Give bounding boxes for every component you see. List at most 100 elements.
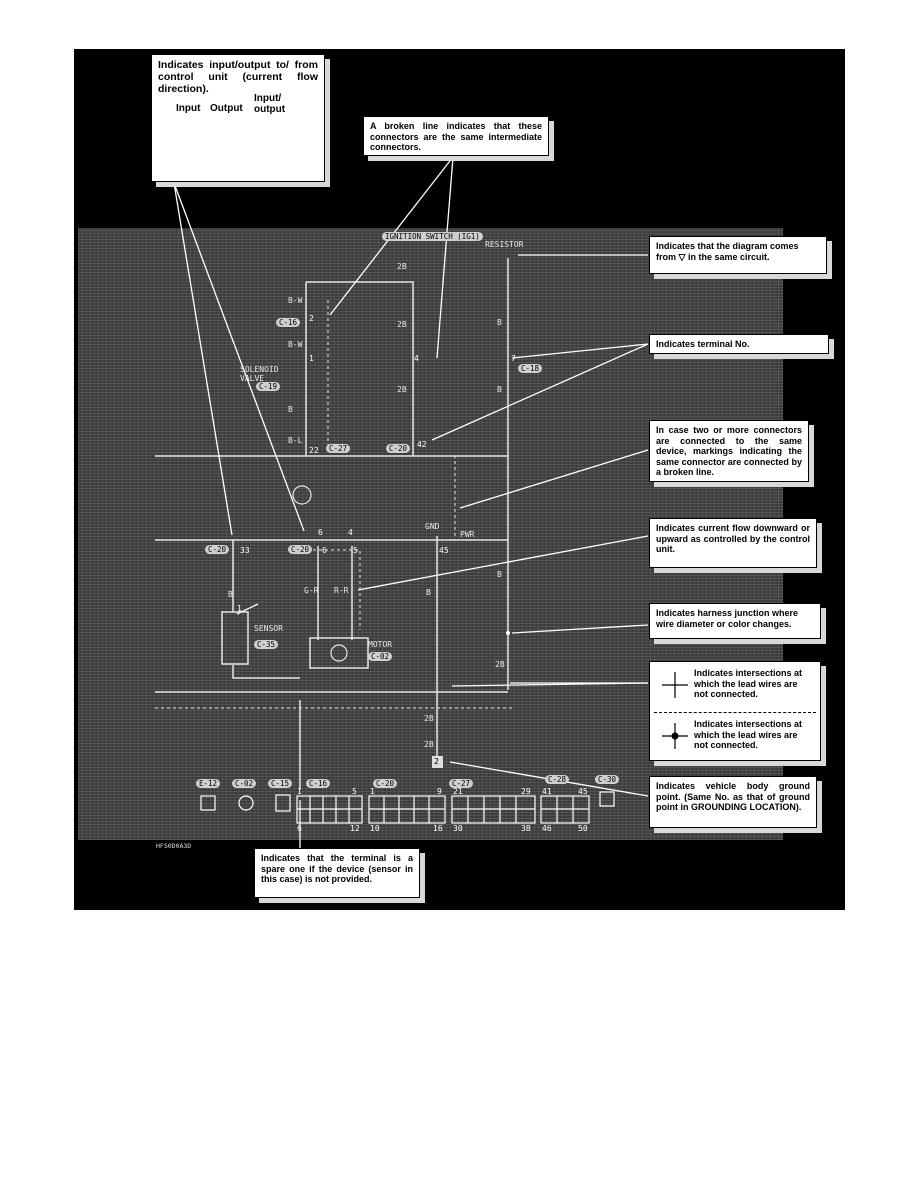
- leader-io-2: [173, 182, 305, 532]
- connector-table-label: E-12: [196, 779, 221, 788]
- leader-two-conn: [459, 449, 649, 509]
- sensor-body: [221, 611, 249, 665]
- connector-icon-e12: [200, 795, 216, 811]
- block-pin: 6: [297, 824, 302, 833]
- intersection-divider: [654, 712, 816, 713]
- sensor-label: SENSOR: [254, 624, 283, 633]
- connector-table-label: C-30: [595, 775, 620, 784]
- callout-comes-from: Indicates that the diagram comes from ▽ …: [649, 236, 827, 274]
- block-pin: 41: [542, 787, 552, 796]
- block-c27-grid: [452, 796, 535, 823]
- connector-table-label: C-27: [449, 779, 474, 788]
- block-pin: 1: [370, 787, 375, 796]
- connector-icon-c30: [599, 791, 615, 807]
- leader-sensor: [236, 603, 259, 615]
- wire-color: B-L: [288, 436, 303, 445]
- connector-table-label: C-28: [545, 775, 570, 784]
- block-c16-grid: [297, 796, 362, 823]
- callout-broken-line: A broken line indicates that these conne…: [363, 116, 549, 156]
- connector-tag: C-27: [326, 444, 351, 453]
- wire-color: 2B: [397, 385, 407, 394]
- callout-harness-text: Indicates harness junction where wire di…: [656, 608, 799, 629]
- pin-number: 33: [240, 546, 250, 555]
- input-label: Input: [176, 103, 201, 114]
- wire-color: 2B: [397, 262, 407, 271]
- block-pin: 38: [521, 824, 531, 833]
- pin-number: 6: [322, 546, 327, 555]
- callout-io-text: Indicates input/output to/ from control …: [158, 59, 318, 95]
- intersection-row-connected: Indicates intersections at which the lea…: [650, 713, 820, 763]
- dashed-connector-c20: [412, 455, 456, 540]
- leader-current: [357, 535, 649, 591]
- callout-comes-from-text: Indicates that the diagram comes from ▽ …: [656, 241, 820, 262]
- pin-number: 6: [318, 528, 323, 537]
- connector-tag: C-16: [276, 318, 301, 327]
- block-c20-grid: [369, 796, 445, 823]
- comes-from-before: Indicates that the diagram comes from: [656, 241, 799, 262]
- output-label: Output: [210, 103, 243, 114]
- transistor-icon: [292, 485, 312, 505]
- connector-icon-c15: [275, 794, 291, 812]
- block-pin: 16: [433, 824, 443, 833]
- cross-connected-icon: [662, 723, 688, 749]
- wire-sensor-ret: [232, 665, 300, 679]
- connector-tag: C-20: [386, 444, 411, 453]
- callout-terminal-text: Indicates terminal No.: [656, 339, 750, 349]
- callout-two-connectors: In case two or more connectors are conne…: [649, 420, 809, 482]
- block-c28-grid: [541, 796, 589, 823]
- leader-io-1: [173, 182, 233, 536]
- motor-icon: [330, 644, 348, 662]
- wire-color: B-W: [288, 296, 303, 305]
- pin-number: 4: [414, 354, 419, 363]
- callout-terminal-no: Indicates terminal No.: [649, 334, 829, 354]
- block-pin: 30: [453, 824, 463, 833]
- pin-number: 4: [348, 528, 353, 537]
- motor-body: [309, 637, 369, 669]
- leader-harness: [511, 624, 649, 634]
- block-pin: 46: [542, 824, 552, 833]
- figure-code: HFS0D0A3D: [156, 842, 192, 850]
- block-pin: 5: [352, 787, 357, 796]
- callout-ground-text: Indicates vehicle body ground point. (Sa…: [656, 781, 810, 812]
- callout-spare-terminal: Indicates that the terminal is a spare o…: [254, 848, 420, 898]
- pin-number: 5: [353, 546, 358, 555]
- connector-tag: C-20: [205, 545, 230, 554]
- pin-number: 22: [309, 446, 319, 455]
- wire-color: B: [497, 385, 502, 394]
- block-pin: 12: [350, 824, 360, 833]
- intersect-not-connected-text: Indicates intersections at which the lea…: [694, 668, 803, 699]
- leader-broken-2: [436, 156, 454, 359]
- wire-color: G-R: [304, 586, 319, 595]
- wire-color: 2B: [397, 320, 407, 329]
- pin-number: 1: [309, 354, 314, 363]
- pin-number: 42: [417, 440, 427, 449]
- connector-icon-c02: [238, 795, 254, 811]
- wire-color: B: [426, 588, 431, 597]
- callout-intersections: Indicates intersections at which the lea…: [649, 661, 821, 761]
- block-pin: 50: [578, 824, 588, 833]
- connector-tag: C-18: [518, 364, 543, 373]
- wire-color: B-W: [288, 340, 303, 349]
- ground-symbol: [432, 756, 443, 768]
- callout-harness-junction: Indicates harness junction where wire di…: [649, 603, 821, 639]
- ignition-switch-label: IGNITION SWITCH (IG1): [382, 232, 483, 241]
- gnd-label: GND: [425, 522, 440, 531]
- wire-color: B: [288, 405, 293, 414]
- callout-ground-point: Indicates vehicle body ground point. (Sa…: [649, 776, 817, 828]
- block-pin: 1: [297, 787, 302, 796]
- pin-number: 45: [439, 546, 449, 555]
- intersection-row-not-connected: Indicates intersections at which the lea…: [650, 662, 820, 712]
- connector-table-label: C-16: [306, 779, 331, 788]
- wire-color: 2B: [495, 660, 505, 669]
- wire-power-main: [306, 281, 414, 456]
- leader-terminal-1: [511, 343, 649, 359]
- intersect-connected-text: Indicates intersections at which the lea…: [694, 719, 803, 750]
- comes-from-after: in the same circuit.: [687, 251, 770, 262]
- wire-color: B: [497, 318, 502, 327]
- callout-current-flow: Indicates current flow downward or upwar…: [649, 518, 817, 568]
- solenoid-valve-label: SOLENOID VALVE: [240, 365, 279, 383]
- callout-broken-line-text: A broken line indicates that these conne…: [370, 121, 542, 152]
- motor-label: MOTOR: [368, 640, 393, 649]
- connector-table-label: C-15: [268, 779, 293, 788]
